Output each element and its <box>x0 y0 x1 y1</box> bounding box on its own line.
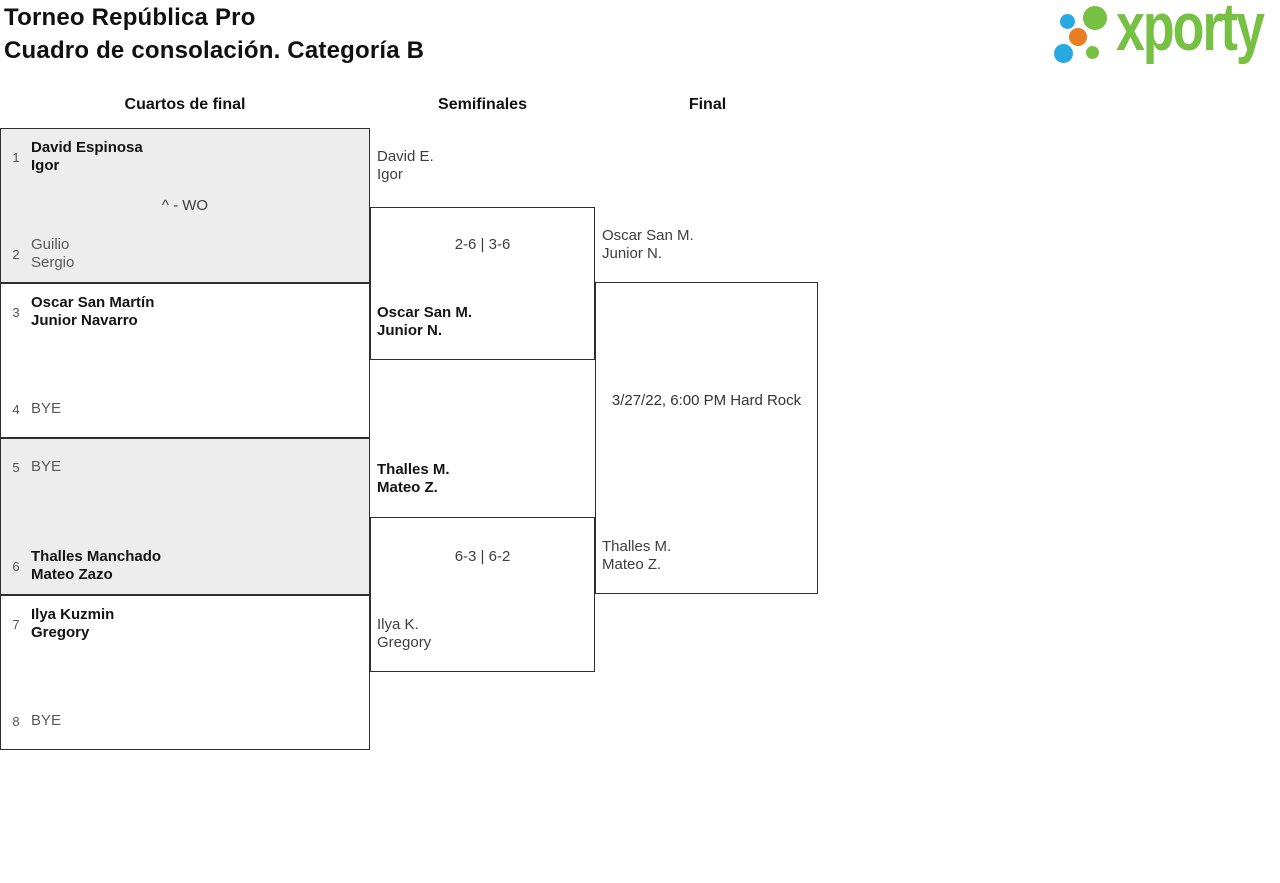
seed-number: 4 <box>12 401 20 417</box>
team-slot-3[interactable]: 3 Oscar San Martín Junior Navarro <box>1 284 369 340</box>
team-slot-7[interactable]: 7 Ilya Kuzmin Gregory <box>1 596 369 652</box>
team-name: BYE <box>31 458 61 476</box>
page-title: Torneo República Pro Cuadro de consolaci… <box>4 1 424 67</box>
player-name: David Espinosa <box>31 139 143 156</box>
player-name: BYE <box>31 458 62 475</box>
team-slot-2[interactable]: 2 Guilio Sergio <box>1 226 369 282</box>
player-name: Igor <box>31 157 60 174</box>
player-name: Mateo Z. <box>377 479 438 496</box>
team-name: David Espinosa Igor <box>31 139 143 175</box>
player-name: Ilya Kuzmin <box>31 606 115 623</box>
match-score <box>1 340 369 381</box>
player-name: Oscar San Martín <box>31 294 155 311</box>
team-name: Oscar San Martín Junior Navarro <box>31 294 154 330</box>
xporty-logo[interactable]: xporty <box>1050 0 1280 80</box>
player-name: Gregory <box>377 634 432 651</box>
player-name: Ilya K. <box>377 616 419 633</box>
qf-match-2[interactable]: 3 Oscar San Martín Junior Navarro 4 BYE <box>0 283 370 438</box>
player-name: Gregory <box>31 624 90 641</box>
team-name: BYE <box>31 712 61 730</box>
seed-number: 7 <box>12 616 20 632</box>
final-match[interactable] <box>595 282 818 594</box>
team-name: Guilio Sergio <box>31 236 74 272</box>
sf-match-1[interactable] <box>370 207 595 360</box>
logo-dot-green-small-icon <box>1086 46 1099 59</box>
team-slot-8: 8 BYE <box>1 693 369 749</box>
tournament-name: Torneo República Pro <box>4 4 256 31</box>
player-name: Junior N. <box>377 322 443 339</box>
match-score <box>1 495 369 538</box>
team-name: Ilya Kuzmin Gregory <box>31 606 114 642</box>
seed-number: 1 <box>12 149 20 165</box>
player-name: David E. <box>377 148 434 165</box>
player-name: Sergio <box>31 254 75 271</box>
sf1-team-top[interactable]: David E. Igor <box>377 148 434 184</box>
qf-match-4[interactable]: 7 Ilya Kuzmin Gregory 8 BYE <box>0 595 370 750</box>
sf-match-2[interactable] <box>370 517 595 672</box>
match-score: ^ - WO <box>161 197 209 214</box>
round-header-final: Final <box>688 96 727 113</box>
logo-dot-blue-small-icon <box>1060 14 1075 29</box>
sf2-team-top[interactable]: Thalles M. Mateo Z. <box>377 461 450 497</box>
player-name: Mateo Z. <box>602 556 662 573</box>
player-name: Igor <box>377 166 403 183</box>
qf-match-3[interactable]: 5 BYE 6 Thalles Manchado Mateo Zazo <box>0 438 370 595</box>
round-header-semifinals: Semifinales <box>438 96 527 113</box>
team-name: BYE <box>31 400 61 418</box>
player-name: Oscar San M. <box>377 304 473 321</box>
player-name: BYE <box>31 400 62 417</box>
seed-number: 3 <box>12 304 20 320</box>
team-slot-6[interactable]: 6 Thalles Manchado Mateo Zazo <box>1 538 369 594</box>
logo-dot-orange-icon <box>1069 28 1087 46</box>
final-team-bottom[interactable]: Thalles M. Mateo Z. <box>602 538 671 574</box>
player-name: Mateo Zazo <box>31 566 113 583</box>
player-name: Junior Navarro <box>31 312 138 329</box>
seed-number: 8 <box>12 713 20 729</box>
round-header-quarterfinals: Cuartos de final <box>124 96 246 113</box>
sf2-team-bottom[interactable]: Ilya K. Gregory <box>377 616 431 652</box>
final-team-top[interactable]: Oscar San M. Junior N. <box>602 227 694 263</box>
logo-dot-blue-big-icon <box>1054 44 1073 63</box>
logo-dot-green-big-icon <box>1083 6 1107 30</box>
team-slot-1[interactable]: 1 David Espinosa Igor <box>1 129 369 185</box>
player-name: Junior N. <box>602 245 663 262</box>
bracket-subtitle: Cuadro de consolación. Categoría B <box>4 37 425 64</box>
player-name: Guilio <box>31 236 70 253</box>
seed-number: 6 <box>12 558 20 574</box>
seed-number: 2 <box>12 246 20 262</box>
match-score <box>1 652 369 693</box>
player-name: Thalles M. <box>602 538 672 555</box>
final-schedule: 3/27/22, 6:00 PM Hard Rock <box>611 392 802 409</box>
team-slot-5: 5 BYE <box>1 439 369 495</box>
sf2-score: 6-3 | 6-2 <box>454 548 511 565</box>
player-name: BYE <box>31 712 62 729</box>
qf-match-1[interactable]: 1 David Espinosa Igor ^ - WO 2 Guilio Se… <box>0 128 370 283</box>
sf1-team-bottom[interactable]: Oscar San M. Junior N. <box>377 304 472 340</box>
seed-number: 5 <box>12 459 20 475</box>
player-name: Thalles M. <box>377 461 450 478</box>
logo-wordmark: xporty <box>1116 0 1265 66</box>
player-name: Oscar San M. <box>602 227 694 244</box>
team-name: Thalles Manchado Mateo Zazo <box>31 548 161 584</box>
team-slot-4: 4 BYE <box>1 381 369 437</box>
sf1-score: 2-6 | 3-6 <box>454 236 511 253</box>
player-name: Thalles Manchado <box>31 548 162 565</box>
